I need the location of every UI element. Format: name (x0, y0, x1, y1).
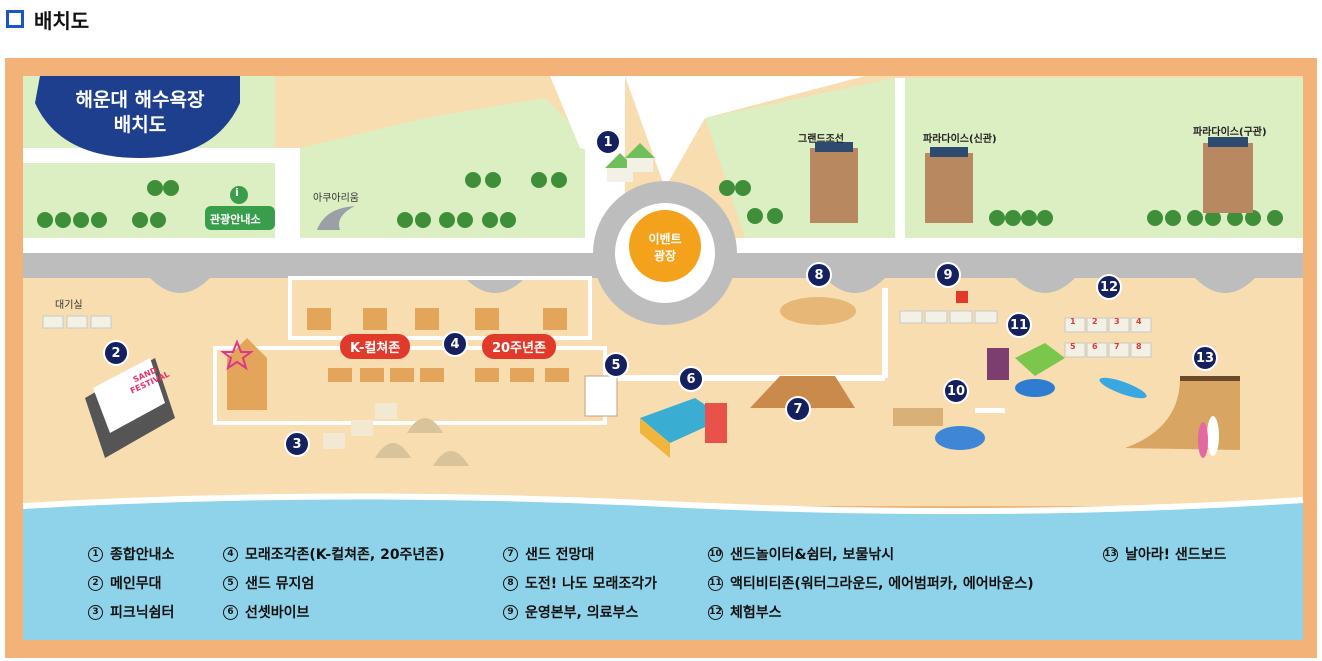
grand-chosun-label: 그랜드조선 (798, 134, 844, 145)
event-square-marker (629, 210, 701, 282)
page-title-text: 배치도 (34, 8, 90, 33)
info-icon-label: i (235, 186, 239, 199)
medical-booth-icon (956, 291, 968, 303)
surfboard (1099, 377, 1147, 399)
trees (37, 172, 1283, 228)
star-icon (220, 339, 254, 371)
info-icon (230, 186, 248, 204)
map-title-badge (35, 76, 240, 158)
grass-block (300, 98, 595, 238)
booth-number: 8 (1136, 342, 1142, 351)
hotel-buildings (810, 137, 1253, 223)
main-stage (85, 358, 175, 458)
sand-playground (893, 408, 1005, 450)
experience-booths (1064, 317, 1152, 358)
tourist-info-sign (205, 206, 275, 230)
aquarium-label: 아쿠아리움 (313, 193, 359, 204)
walkway (895, 78, 905, 238)
paradise-new-label: 파라다이스(신관) (923, 134, 997, 145)
event-square-label-1: 이벤트 (648, 232, 682, 246)
marker-3[interactable]: 3 (284, 431, 310, 457)
marker-7[interactable]: 7 (785, 396, 811, 422)
sculptor-area (780, 297, 856, 325)
marker-12[interactable]: 12 (1096, 274, 1122, 300)
walkway (585, 76, 625, 238)
marker-1[interactable]: 1 (595, 129, 621, 155)
marker-2[interactable]: 2 (103, 340, 129, 366)
waiting-room-label: 대기실 (55, 300, 83, 311)
map-title-line1: 해운대 해수욕장 (75, 89, 205, 111)
picnic-domes (323, 403, 469, 466)
marker-10[interactable]: 10 (943, 378, 969, 404)
booth-number: 5 (1070, 342, 1076, 351)
activity-zone (987, 343, 1065, 397)
sunset-vibe (640, 398, 727, 458)
map-title-line2: 배치도 (113, 114, 167, 136)
walkway (625, 76, 865, 188)
sand-museum-board (584, 375, 618, 417)
beach-layout-map: 해운대 해수욕장 배치도 i 관광안내소 아쿠아리움 이벤트 광장 대기실 그랜… (5, 58, 1317, 658)
waiting-tents (42, 315, 112, 329)
walkway (275, 148, 300, 238)
info-booth (605, 143, 655, 182)
booth-number: 4 (1136, 317, 1142, 326)
tourist-info-label: 관광안내소 (210, 213, 261, 226)
aquarium-logo (317, 206, 355, 230)
marker-9[interactable]: 9 (935, 262, 961, 288)
map-title: 해운대 해수욕장 배치도 (45, 88, 235, 138)
marker-11[interactable]: 11 (1006, 312, 1032, 338)
marker-6[interactable]: 6 (678, 366, 704, 392)
booth-number: 2 (1092, 317, 1098, 326)
hq-tents (899, 310, 998, 324)
booth-number: 7 (1114, 342, 1120, 351)
sand-observatory (750, 376, 855, 408)
anniversary-zone-pill: 20주년존 (482, 334, 556, 359)
sandboard-ramp (1125, 376, 1240, 458)
booth-number: 3 (1114, 317, 1120, 326)
marker-13[interactable]: 13 (1192, 345, 1218, 371)
square-icon (6, 10, 24, 28)
map-graphic (5, 58, 1317, 658)
marker-4[interactable]: 4 (442, 331, 468, 357)
event-square-label-2: 광장 (653, 249, 677, 263)
k-culture-zone-pill: K-컬쳐존 (340, 334, 411, 359)
paradise-old-label: 파라다이스(구관) (1193, 127, 1267, 138)
marker-8[interactable]: 8 (806, 262, 832, 288)
booth-number: 6 (1092, 342, 1098, 351)
booth-number: 1 (1070, 317, 1076, 326)
walkway (550, 76, 600, 153)
page-title: 배치도 (6, 4, 89, 34)
marker-5[interactable]: 5 (603, 352, 629, 378)
sand-sculptures (227, 308, 569, 410)
